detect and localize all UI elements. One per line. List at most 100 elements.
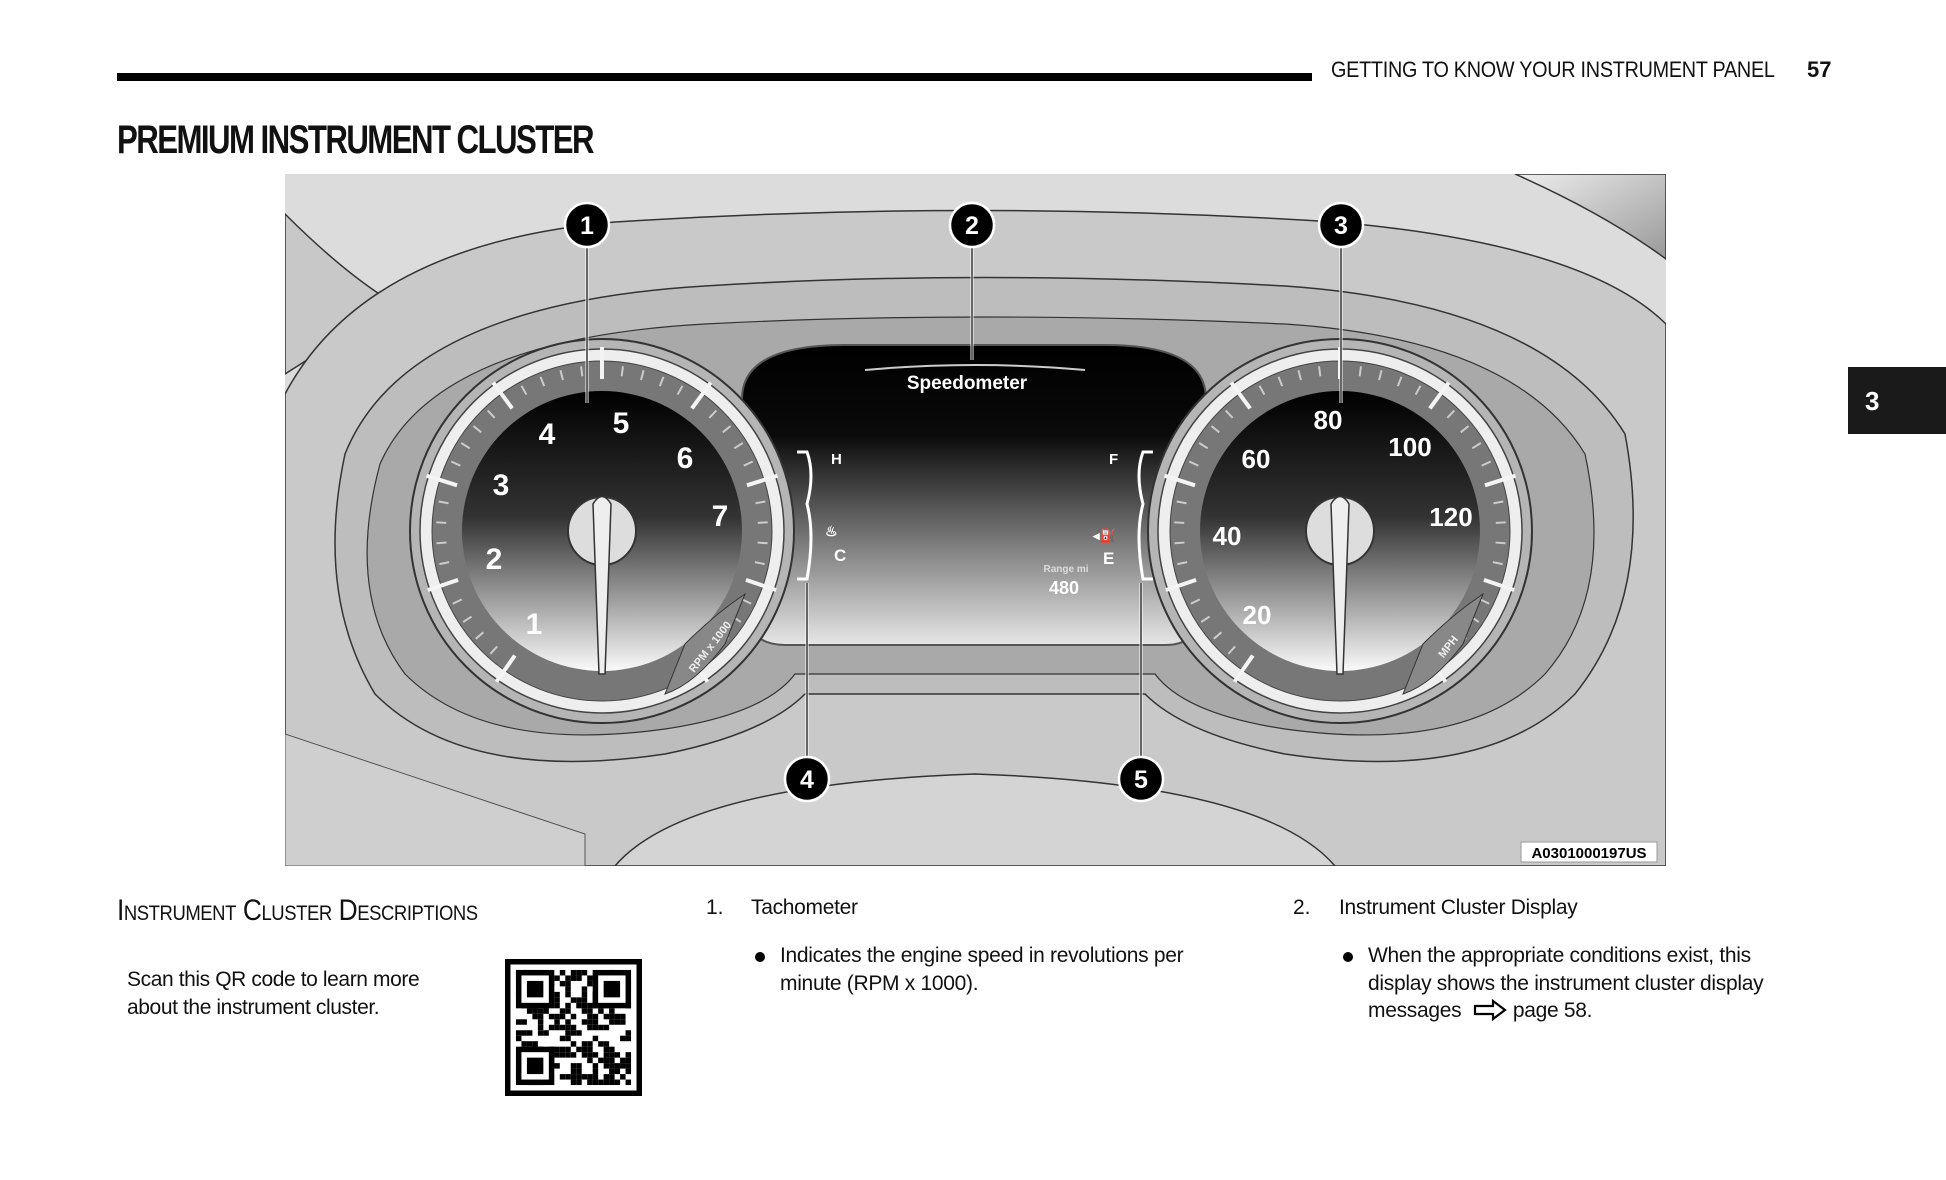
- fuel-pump-icon: ◂⛽: [1092, 528, 1116, 543]
- speed-number: 60: [1242, 444, 1271, 474]
- gauge-tick: [1483, 577, 1515, 593]
- gauge-tick: [1495, 521, 1506, 524]
- bullet-line: When the appropriate conditions exist, t…: [1368, 944, 1751, 967]
- gauge-tick: [640, 370, 645, 381]
- figure-id: A0301000197US: [1531, 845, 1646, 862]
- gauge-tick: [676, 385, 684, 396]
- range-label: Range mi: [1043, 564, 1088, 575]
- speed-number: 80: [1314, 405, 1343, 435]
- gauge-tick: [487, 409, 496, 419]
- gauge-tick: [1471, 442, 1482, 450]
- gauge-tick: [489, 645, 498, 655]
- item-2-bullet: When the appropriate conditions exist, t…: [1368, 942, 1888, 1025]
- gauge-tick: [1174, 521, 1185, 524]
- item-1-number: 1.: [706, 896, 724, 919]
- gauge-tick: [1163, 473, 1196, 488]
- gauge-tick: [1176, 500, 1187, 505]
- item-2-number: 2.: [1293, 896, 1311, 919]
- item-1-bullet: Indicates the engine speed in revolution…: [780, 944, 1184, 995]
- header-rule: [117, 73, 1312, 81]
- gauge-tick: [494, 654, 517, 683]
- gauge-tick: [1358, 366, 1362, 377]
- gauge-tick: [460, 442, 471, 450]
- gauge-tick: [1229, 381, 1252, 410]
- gauge-tick: [1479, 598, 1490, 605]
- gauge-tick: [1277, 376, 1284, 387]
- fuel-full-label: F: [1109, 451, 1118, 468]
- gauge-tick: [1318, 366, 1322, 377]
- gauge-tick: [472, 425, 482, 434]
- gauge-tick: [436, 541, 447, 545]
- page-reference-link[interactable]: page 58.: [1512, 999, 1593, 1022]
- gauge-tick: [427, 577, 459, 593]
- gauge-tick: [755, 500, 766, 505]
- gauge-tick: [745, 577, 777, 593]
- gauge-tick: [690, 381, 713, 410]
- temp-cold-label: C: [834, 546, 846, 565]
- page-number: 57: [1807, 57, 1832, 82]
- gauge-tick: [754, 561, 765, 566]
- gauge-tick: [741, 598, 752, 605]
- gauge-tick: [1492, 561, 1503, 566]
- callout-1: 1: [580, 212, 594, 240]
- gauge-tick: [425, 473, 458, 488]
- callout-5: 5: [1134, 766, 1148, 794]
- coolant-temp-icon: ♨: [825, 523, 838, 539]
- bullet-icon: [1343, 952, 1353, 962]
- gauge-tick: [452, 598, 463, 605]
- gauge-tick: [1484, 473, 1517, 488]
- gauge-tick: [475, 631, 485, 640]
- gauge-tick: [1297, 370, 1302, 381]
- gauge-tick: [1227, 645, 1236, 655]
- page-reference-arrow-icon: [1473, 998, 1507, 1022]
- instrument-cluster-illustration: Speedometer H C ♨ F E ◂⛽ Range mi 480 RP…: [285, 174, 1666, 866]
- qr-code[interactable]: [505, 959, 642, 1096]
- callout-2: 2: [965, 212, 979, 240]
- gauge-tick: [722, 425, 732, 434]
- temp-hot-label: H: [831, 451, 842, 468]
- gauge-tick: [708, 409, 717, 419]
- bullet-line: messages: [1368, 999, 1462, 1022]
- gauge-tick: [1225, 409, 1234, 419]
- callout-3: 3: [1334, 212, 1348, 240]
- gauge-tick: [1177, 561, 1188, 566]
- speed-number: 20: [1243, 600, 1272, 630]
- gauge-tick: [1446, 409, 1455, 419]
- gauge-tick: [559, 370, 564, 381]
- qr-caption: Scan this QR code to learn more about th…: [127, 968, 420, 1019]
- gauge-tick: [491, 381, 514, 410]
- gauge-tick: [1198, 442, 1209, 450]
- gauge-tick: [450, 460, 461, 467]
- gauge-tick: [1174, 541, 1185, 545]
- tach-number: 4: [539, 418, 556, 451]
- gauge-tick: [1396, 376, 1403, 387]
- section-heading: Instrument Cluster Descriptions: [117, 894, 478, 927]
- gauge-tick: [743, 460, 754, 467]
- gauge-tick: [1481, 460, 1492, 467]
- bullet-icon: [755, 952, 765, 962]
- gauge-tick: [1165, 577, 1197, 593]
- gauge-tick: [1495, 541, 1506, 545]
- gauge-tick: [1493, 500, 1504, 505]
- bullet-line: display shows the instrument cluster dis…: [1368, 971, 1764, 995]
- gauge-tick: [539, 376, 546, 387]
- gauge-tick: [462, 615, 473, 623]
- gauge-tick: [1190, 598, 1201, 605]
- item-2-label: Instrument Cluster Display: [1339, 896, 1578, 919]
- tach-number: 6: [677, 442, 694, 475]
- gauge-tick: [1414, 385, 1422, 396]
- gauge-tick: [1378, 370, 1383, 381]
- chapter-tab-number: 3: [1865, 386, 1880, 416]
- speed-number: 40: [1213, 521, 1242, 551]
- tach-number: 7: [712, 500, 729, 533]
- tach-number: 5: [613, 407, 630, 440]
- running-title: GETTING TO KNOW YOUR INSTRUMENT PANEL: [1331, 57, 1775, 82]
- speed-number: 100: [1388, 432, 1431, 462]
- gauge-tick: [1232, 654, 1255, 683]
- gauge-tick: [580, 366, 584, 377]
- range-value: 480: [1049, 578, 1079, 598]
- gauge-tick: [757, 521, 768, 524]
- gauge-tick: [1428, 381, 1451, 410]
- speed-number: 120: [1429, 502, 1472, 532]
- tachometer: RPM x 1000 1 2 3 4 5 6 7: [409, 338, 795, 724]
